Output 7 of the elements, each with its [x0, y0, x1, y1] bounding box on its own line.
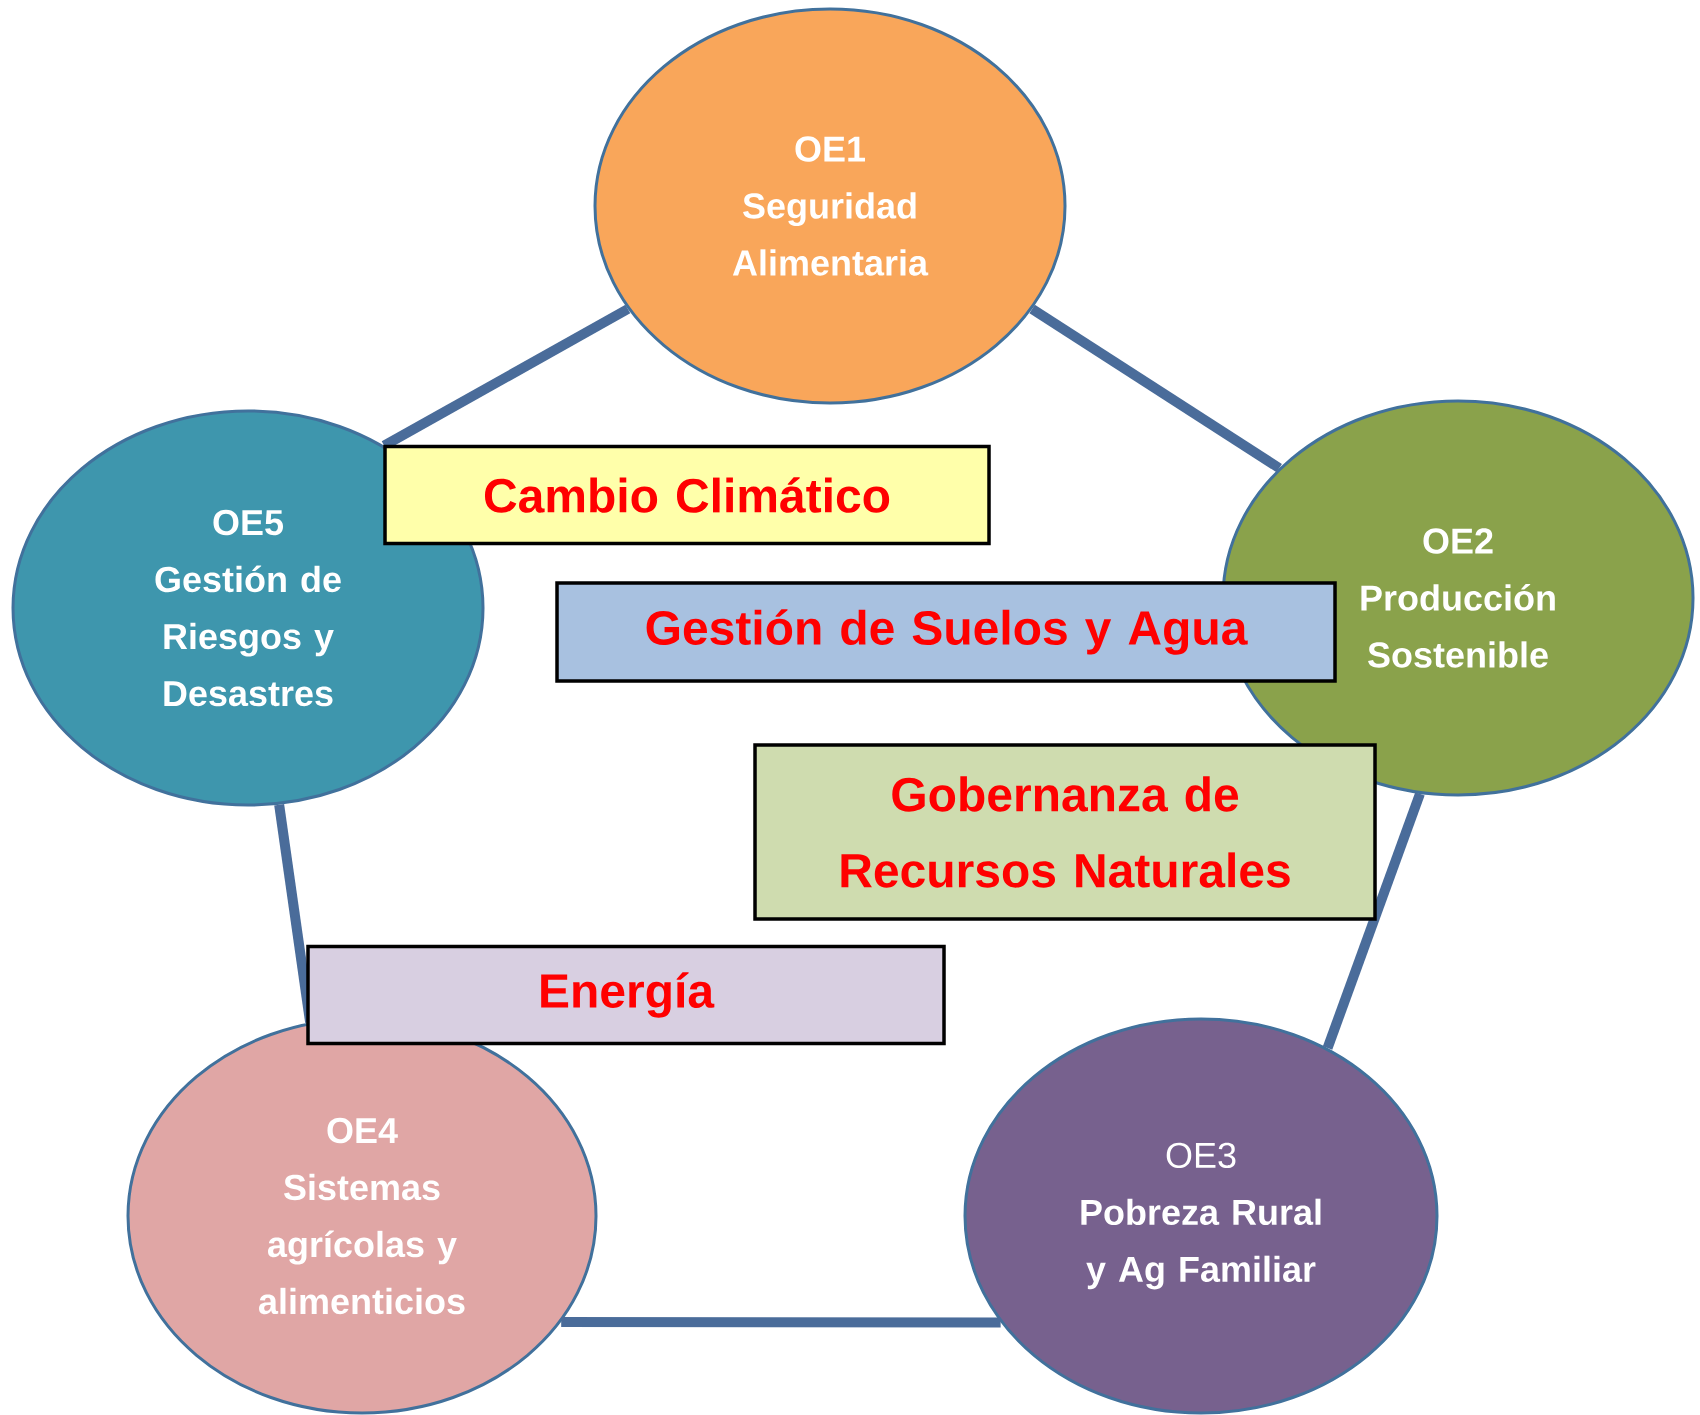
theme-box: Cambio Climático: [383, 444, 991, 546]
theme-box: Gobernanza de Recursos Naturales: [753, 743, 1377, 921]
connector-line: [561, 1316, 1001, 1328]
connector-line: [1322, 792, 1425, 1050]
connector-line: [1029, 304, 1282, 473]
theme-box: Energía: [306, 944, 946, 1046]
theme-box: Gestión de Suelos y Agua: [555, 581, 1337, 683]
